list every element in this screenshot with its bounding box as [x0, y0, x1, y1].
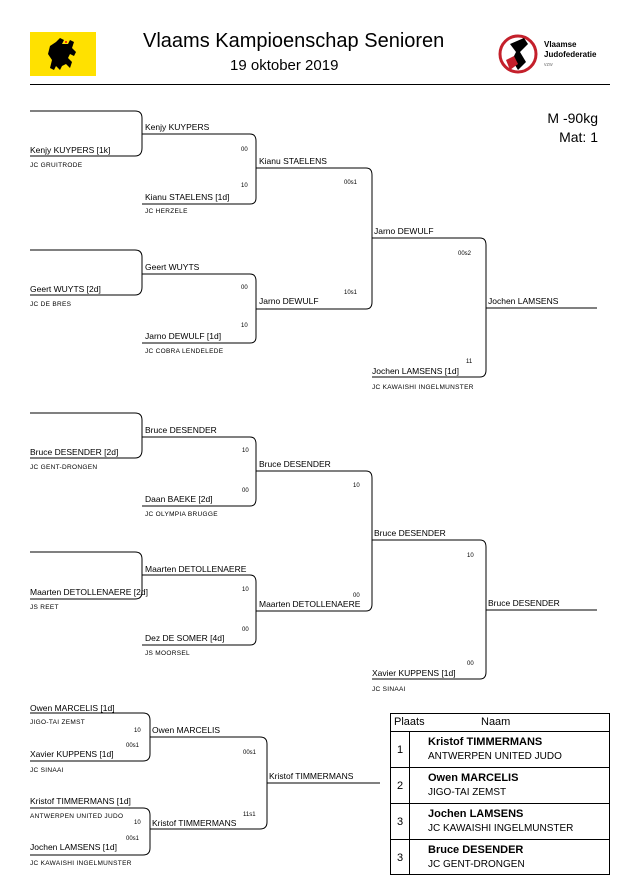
event-date: 19 oktober 2019: [230, 57, 339, 74]
winner-name: Maarten DETOLLENAERE: [145, 564, 247, 574]
result-row: 3 Jochen LAMSENS JC KAWAISHI INGELMUNSTE…: [391, 804, 609, 840]
winner-name: Jarno DEWULF: [374, 226, 434, 236]
competitor-name: Kenjy KUYPERS [1k]: [30, 145, 111, 155]
competitor-club: JS REET: [30, 604, 59, 611]
result-club: ANTWERPEN UNITED JUDO: [428, 751, 562, 762]
match-score: 10: [134, 728, 141, 734]
match-score: 11s1: [243, 812, 256, 818]
competitor-club: JC GENT-DRONGEN: [30, 464, 98, 471]
weight-category: M -90kg: [547, 110, 598, 126]
name-header: Naam: [481, 716, 511, 728]
results-table: Plaats Naam 1 Kristof TIMMERMANS ANTWERP…: [390, 713, 610, 875]
flanders-flag: [30, 32, 96, 76]
match-score: 00: [467, 661, 474, 667]
competitor-name: Dez DE SOMER [4d]: [145, 633, 225, 643]
finalist-name: Owen MARCELIS [1d]: [30, 703, 115, 713]
match-score: 00s1: [344, 180, 358, 186]
match-score: 11: [466, 359, 473, 365]
match-score: 10: [242, 448, 249, 454]
competitor-club: JC KAWAISHI INGELMUNSTER: [372, 384, 474, 391]
page-title: Vlaams Kampioenschap Senioren: [143, 30, 445, 52]
winner-name: Kenjy KUYPERS: [145, 122, 210, 132]
result-place: 3: [391, 804, 410, 839]
champion-name: Kristof TIMMERMANS: [269, 771, 354, 781]
match-score: 00: [241, 285, 248, 291]
competitor-club: JC COBRA LENDELEDE: [145, 348, 224, 355]
semifinal-winner: Owen MARCELIS: [152, 725, 221, 735]
result-name: Owen MARCELIS: [428, 772, 519, 784]
match-score: 10: [242, 587, 249, 593]
competitor-name: Bruce DESENDER [2d]: [30, 447, 119, 457]
competitor-club: JC OLYMPIA BRUGGE: [145, 511, 218, 518]
result-name: Kristof TIMMERMANS: [428, 736, 543, 748]
match-score: 00: [242, 627, 249, 633]
judoka-icon: [498, 34, 538, 74]
winner-name: Bruce DESENDER: [145, 425, 217, 435]
match-score: 10s1: [344, 290, 358, 296]
pool-winner-name: Bruce DESENDER: [488, 598, 560, 608]
match-score: 10: [353, 483, 360, 489]
finalist-club: JC SINAAI: [30, 767, 64, 774]
competitor-name: Geert WUYTS [2d]: [30, 284, 101, 294]
winner-name: Maarten DETOLLENAERE: [259, 599, 361, 609]
competitor-name: Xavier KUPPENS [1d]: [372, 668, 456, 678]
result-place: 2: [391, 768, 410, 803]
finalist-club: JC KAWAISHI INGELMUNSTER: [30, 860, 132, 867]
result-club: JIGO-TAI ZEMST: [428, 787, 507, 798]
match-score: 00: [353, 593, 360, 599]
result-row: 1 Kristof TIMMERMANS ANTWERPEN UNITED JU…: [391, 732, 609, 768]
result-name: Jochen LAMSENS: [428, 808, 524, 820]
result-row: 2 Owen MARCELIS JIGO-TAI ZEMST: [391, 768, 609, 804]
federation-logo: Vlaamse Judofederatie vzw: [498, 30, 608, 78]
competitor-club: JS MOORSEL: [145, 650, 190, 657]
competitor-name: Kianu STAELENS [1d]: [145, 192, 230, 202]
finalist-club: JIGO-TAI ZEMST: [30, 719, 85, 726]
logo-subtext: vzw: [544, 62, 553, 68]
finalist-club: ANTWERPEN UNITED JUDO: [30, 813, 124, 820]
competitor-club: JC HERZELE: [145, 208, 188, 215]
finalist-name: Kristof TIMMERMANS [1d]: [30, 796, 131, 806]
winner-name: Bruce DESENDER: [374, 528, 446, 538]
semifinal-winner: Kristof TIMMERMANS: [152, 818, 237, 828]
result-place: 3: [391, 840, 410, 875]
match-score: 10: [467, 553, 474, 559]
result-row: 3 Bruce DESENDER JC GENT-DRONGEN: [391, 840, 609, 875]
winner-name: Bruce DESENDER: [259, 459, 331, 469]
result-place: 1: [391, 732, 410, 767]
match-score: 00s1: [126, 743, 140, 749]
match-score: 00s2: [458, 251, 472, 257]
pool-winner-name: Jochen LAMSENS: [488, 296, 559, 306]
match-score: 10: [134, 820, 141, 826]
competitor-club: JC SINAAI: [372, 686, 406, 693]
lion-icon: [48, 38, 76, 70]
match-score: 10: [241, 323, 248, 329]
winner-name: Kianu STAELENS: [259, 156, 327, 166]
competitor-name: Daan BAEKE [2d]: [145, 494, 213, 504]
finalist-name: Jochen LAMSENS [1d]: [30, 842, 117, 852]
winner-name: Geert WUYTS: [145, 262, 200, 272]
result-name: Bruce DESENDER: [428, 844, 524, 856]
mat-number: Mat: 1: [559, 129, 598, 145]
competitor-name: Jarno DEWULF [1d]: [145, 331, 222, 341]
match-score: 00s1: [126, 836, 140, 842]
logo-text: Vlaamse Judofederatie: [544, 40, 597, 59]
finalist-name: Xavier KUPPENS [1d]: [30, 749, 114, 759]
winner-name: Jarno DEWULF: [259, 296, 319, 306]
match-score: 10: [241, 183, 248, 189]
place-header: Plaats: [394, 716, 425, 728]
match-score: 00s1: [243, 750, 257, 756]
header-divider: [30, 84, 610, 85]
competitor-name: Maarten DETOLLENAERE [2d]: [30, 587, 148, 597]
match-score: 00: [242, 488, 249, 494]
results-header: Plaats Naam: [391, 714, 609, 732]
competitor-club: JC GRUITRODE: [30, 162, 83, 169]
result-club: JC GENT-DRONGEN: [428, 859, 525, 870]
competitor-name: Jochen LAMSENS [1d]: [372, 366, 459, 376]
result-club: JC KAWAISHI INGELMUNSTER: [428, 823, 574, 834]
match-score: 00: [241, 147, 248, 153]
competitor-club: JC DE BRES: [30, 301, 72, 308]
